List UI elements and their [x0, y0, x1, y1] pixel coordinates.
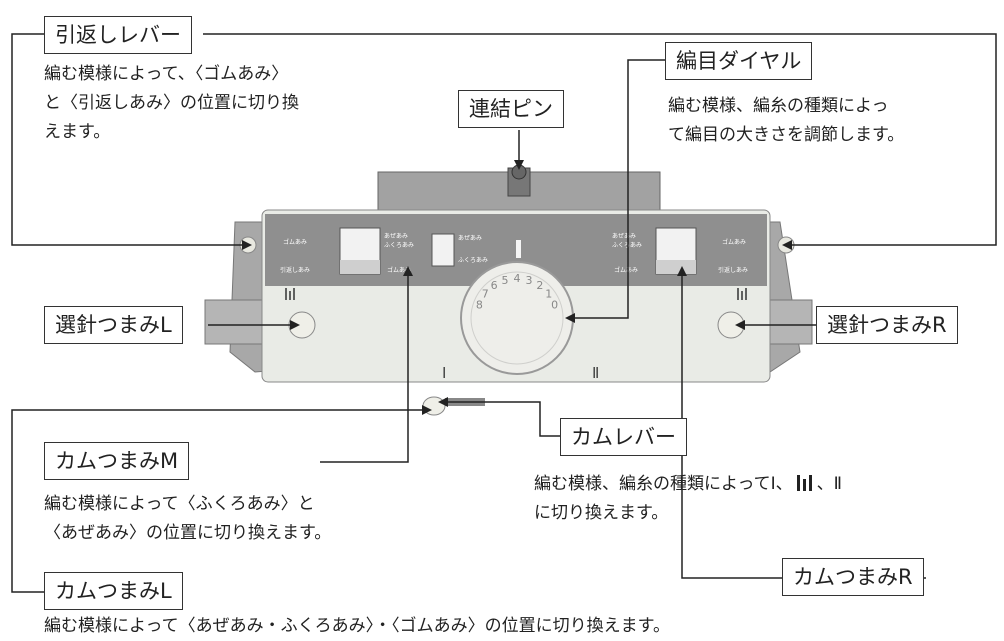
- dial-number: 8: [476, 298, 483, 311]
- label-kam-lever: カムレバー: [560, 418, 687, 456]
- panel-gomu-mid: ゴムあみ: [387, 266, 411, 274]
- dial-number: 6: [491, 279, 498, 292]
- label-sensin-tsumami-l: 選針つまみL: [44, 306, 183, 344]
- desc-kam-tsumami-m: 編む模様によって〈ふくろあみ〉と 〈あぜあみ〉の位置に切り換えます。: [44, 494, 332, 543]
- bars-glyph: [795, 475, 815, 491]
- label-hikikaeshi-lever: 引返しレバー: [44, 16, 192, 54]
- panel-hiki-left: 引返しあみ: [280, 266, 310, 274]
- dial-number: 0: [551, 298, 558, 311]
- dial-number: 7: [482, 288, 489, 301]
- dial-number: 2: [536, 279, 543, 292]
- dial-number: 5: [502, 274, 509, 287]
- panel-aze-right: あぜあみ: [612, 233, 636, 240]
- label-renketsu-pin: 連結ピン: [458, 90, 564, 128]
- panel-gomu-right: ゴムあみ: [614, 266, 638, 274]
- desc-hikikaeshi-lever: 編む模様によって、〈ゴムあみ〉 と〈引返しあみ〉の位置に切り換 えます。: [44, 64, 299, 142]
- label-kam-tsumami-l: カムつまみL: [44, 572, 183, 610]
- label-sensin-tsumami-r: 選針つまみR: [816, 306, 958, 344]
- dial-number: 3: [526, 274, 533, 287]
- panel-fukuro-right: ふくろあみ: [612, 242, 642, 249]
- label-kam-tsumami-r: カムつまみR: [782, 558, 924, 596]
- panel-aze-left: あぜあみ: [384, 233, 408, 240]
- bars-mark-left: [285, 288, 295, 300]
- panel-hiki-right: 引返しあみ: [718, 266, 748, 274]
- panel-fukuro-left: ふくろあみ: [384, 242, 414, 249]
- desc-meme-dial: 編む模様、編糸の種類によっ て編目の大きさを調節します。: [668, 96, 905, 145]
- panel-gomu-left: ゴムあみ: [283, 238, 307, 246]
- label-meme-dial: 編目ダイヤル: [665, 42, 813, 80]
- label-kam-tsumami-m: カムつまみM: [44, 442, 190, 480]
- dial-indicator: [516, 240, 521, 258]
- panel-fukuro-mid: ふくろあみ: [458, 257, 488, 264]
- desc-kam-tsumami-l: 編む模様によって〈あぜあみ・ふくろあみ〉・〈ゴムあみ〉の位置に切り換えます。: [44, 616, 670, 636]
- desc-kam-lever: 編む模様、編糸の種類によってⅠ、、Ⅱ に切り換えます。: [534, 474, 843, 523]
- callout-arrows: [242, 160, 792, 415]
- panel-aze-mid: あぜあみ: [458, 235, 482, 242]
- bars-mark-right: [737, 288, 747, 300]
- panel-roman-one: Ⅰ: [442, 364, 446, 382]
- kam-switch-m[interactable]: [431, 233, 455, 267]
- panel-gomu-far-right: ゴムあみ: [722, 238, 746, 246]
- dial-number: 1: [545, 288, 552, 301]
- dial-number: 4: [514, 272, 521, 285]
- left-arm: [204, 299, 266, 345]
- panel-roman-two: Ⅱ: [592, 364, 599, 382]
